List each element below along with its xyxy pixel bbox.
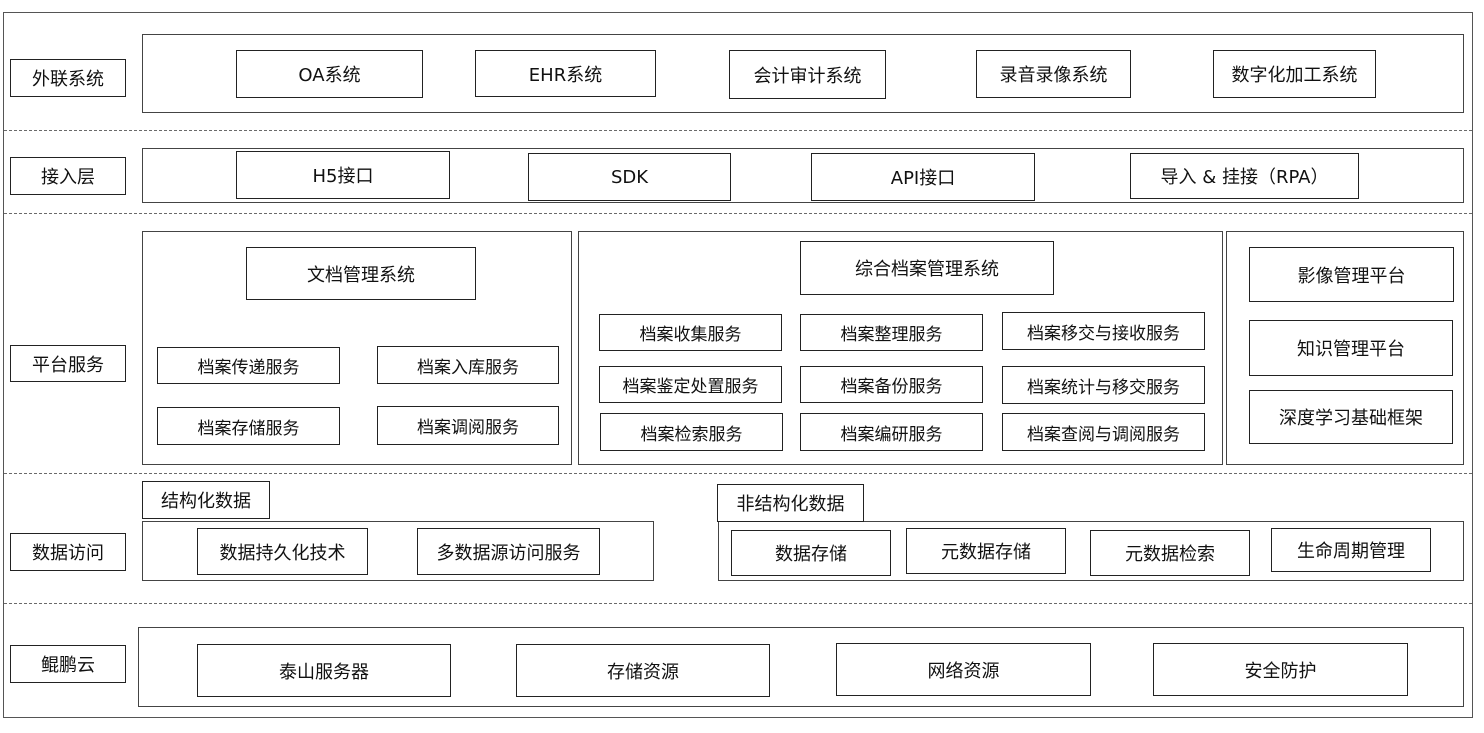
lifecycle-management-box: 生命周期管理: [1271, 528, 1431, 572]
taishan-server-box: 泰山服务器: [197, 644, 451, 697]
data-storage-box: 数据存储: [731, 530, 891, 576]
archive-search-service-box: 档案检索服务: [600, 413, 783, 451]
archive-backup-service-box: 档案备份服务: [800, 366, 983, 403]
archive-inbound-service-box: 档案入库服务: [377, 346, 559, 384]
ehr-system-box: EHR系统: [475, 50, 656, 97]
archive-appraisal-service-box: 档案鉴定处置服务: [599, 366, 782, 403]
archive-compilation-service-box: 档案编研服务: [800, 413, 983, 451]
archive-handover-service-box: 档案移交与接收服务: [1002, 312, 1205, 350]
metadata-storage-box: 元数据存储: [906, 528, 1066, 574]
h5-interface-box: H5接口: [236, 151, 450, 199]
data-persistence-box: 数据持久化技术: [197, 528, 368, 575]
layer-label-data-access: 数据访问: [10, 533, 126, 571]
layer-separator: [4, 130, 1472, 131]
layer-separator: [4, 603, 1472, 604]
archive-collection-service-box: 档案收集服务: [599, 314, 782, 351]
network-resources-box: 网络资源: [836, 643, 1091, 696]
archive-consultation-service-box: 档案查阅与调阅服务: [1002, 413, 1205, 451]
accounting-audit-system-box: 会计审计系统: [729, 50, 886, 99]
layer-separator: [4, 213, 1472, 214]
sdk-box: SDK: [528, 153, 731, 201]
layer-label-access: 接入层: [10, 157, 126, 195]
multi-datasource-access-box: 多数据源访问服务: [417, 528, 600, 575]
metadata-search-box: 元数据检索: [1090, 530, 1250, 576]
archive-statistics-service-box: 档案统计与移交服务: [1002, 366, 1205, 404]
digital-processing-system-box: 数字化加工系统: [1213, 50, 1376, 98]
image-management-platform-box: 影像管理平台: [1249, 247, 1454, 302]
api-interface-box: API接口: [811, 153, 1035, 201]
diagram-frame: [3, 12, 1473, 718]
audio-video-system-box: 录音录像系统: [976, 50, 1131, 98]
archive-storage-service-box: 档案存储服务: [157, 407, 340, 445]
layer-label-platform: 平台服务: [10, 345, 126, 382]
doc-management-system-box: 文档管理系统: [246, 247, 476, 300]
unstructured-data-tag: 非结构化数据: [717, 484, 864, 522]
import-rpa-box: 导入 & 挂接（RPA）: [1130, 153, 1359, 199]
deep-learning-framework-box: 深度学习基础框架: [1249, 390, 1453, 444]
archive-lending-service-box: 档案调阅服务: [377, 406, 559, 445]
storage-resources-box: 存储资源: [516, 644, 770, 697]
knowledge-management-platform-box: 知识管理平台: [1249, 320, 1453, 376]
layer-label-cloud: 鲲鹏云: [10, 645, 126, 683]
archive-organize-service-box: 档案整理服务: [800, 314, 983, 351]
layer-separator: [4, 473, 1472, 474]
oa-system-box: OA系统: [236, 50, 423, 98]
security-protection-box: 安全防护: [1153, 643, 1408, 696]
integrated-archive-system-box: 综合档案管理系统: [800, 241, 1054, 295]
layer-label-external: 外联系统: [10, 59, 126, 97]
archive-transfer-service-box: 档案传递服务: [157, 347, 340, 384]
structured-data-tag: 结构化数据: [142, 481, 270, 519]
